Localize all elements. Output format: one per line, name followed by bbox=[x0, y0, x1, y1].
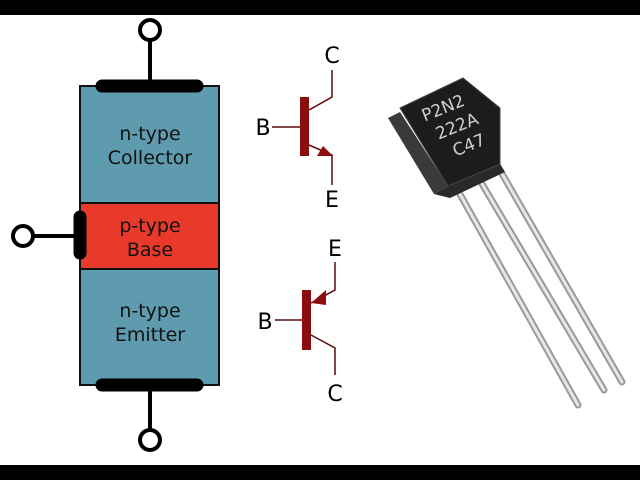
npn-emitter-label: E bbox=[325, 188, 339, 213]
emitter-label-2: Emitter bbox=[115, 324, 185, 346]
base-region bbox=[79, 202, 220, 270]
pnp-base-label: B bbox=[257, 310, 272, 335]
npn-base-label: B bbox=[255, 116, 270, 141]
pnp-emitter-arrow-icon bbox=[311, 290, 326, 305]
bottom-letterbox-bar bbox=[0, 465, 640, 480]
collector-region bbox=[79, 85, 220, 204]
semiconductor-block: n-type Collector p-type Base n-type Emit… bbox=[79, 85, 220, 386]
emitter-terminal bbox=[95, 378, 204, 452]
base-label-2: Base bbox=[127, 239, 173, 261]
npn-emitter-arrow-icon bbox=[317, 146, 333, 156]
base-terminal-circle bbox=[11, 224, 35, 248]
pnp-collector-label: C bbox=[327, 382, 342, 407]
base-terminal bbox=[11, 210, 87, 260]
package-bottom bbox=[434, 164, 505, 198]
top-letterbox-bar bbox=[0, 0, 640, 15]
npn-collector-label: C bbox=[324, 44, 339, 69]
npn-base-bar bbox=[300, 97, 309, 156]
pnp-base-bar bbox=[302, 290, 311, 350]
pnp-symbol: B E C bbox=[257, 237, 342, 407]
package-face bbox=[399, 77, 501, 187]
collector-label-1: n-type bbox=[119, 123, 180, 145]
package-side bbox=[388, 112, 448, 194]
npn-symbol: B C E bbox=[255, 44, 339, 213]
transistor-photo: P2N2 222A C47 bbox=[388, 77, 626, 409]
pnp-emitter-label: E bbox=[328, 237, 342, 262]
collector-label-2: Collector bbox=[108, 147, 193, 169]
collector-terminal bbox=[95, 18, 204, 93]
emitter-terminal-circle bbox=[138, 428, 162, 452]
emitter-region bbox=[79, 268, 220, 386]
transistor-leads bbox=[448, 161, 626, 409]
base-label-1: p-type bbox=[119, 215, 180, 237]
emitter-label-1: n-type bbox=[119, 300, 180, 322]
collector-terminal-circle bbox=[138, 18, 162, 42]
